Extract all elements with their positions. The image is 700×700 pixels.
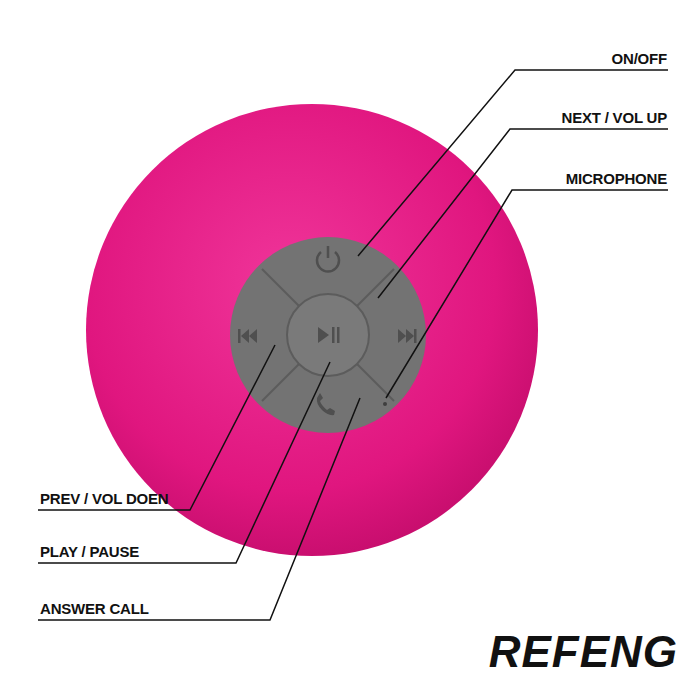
callout-label: MICROPHONE (566, 171, 667, 188)
next-icon (398, 329, 417, 343)
callout-label: ON/OFF (612, 51, 667, 68)
center-button (287, 294, 369, 376)
leader-lines (38, 70, 668, 620)
phone-icon (317, 393, 335, 415)
callout-label: PREV / VOL DOEN (40, 491, 168, 508)
prev-icon (238, 329, 257, 343)
power-icon (317, 246, 339, 271)
callout-label: NEXT / VOL UP (562, 110, 667, 127)
callout-label: ANSWER CALL (40, 601, 149, 618)
play-pause-icon (318, 327, 340, 343)
brand-logo: REFENG (489, 628, 678, 676)
microphone-hole (383, 402, 387, 406)
button-pad (230, 237, 426, 433)
callout-label: PLAY / PAUSE (40, 544, 139, 561)
pad-dividers (262, 269, 394, 401)
speaker-body (86, 104, 538, 556)
